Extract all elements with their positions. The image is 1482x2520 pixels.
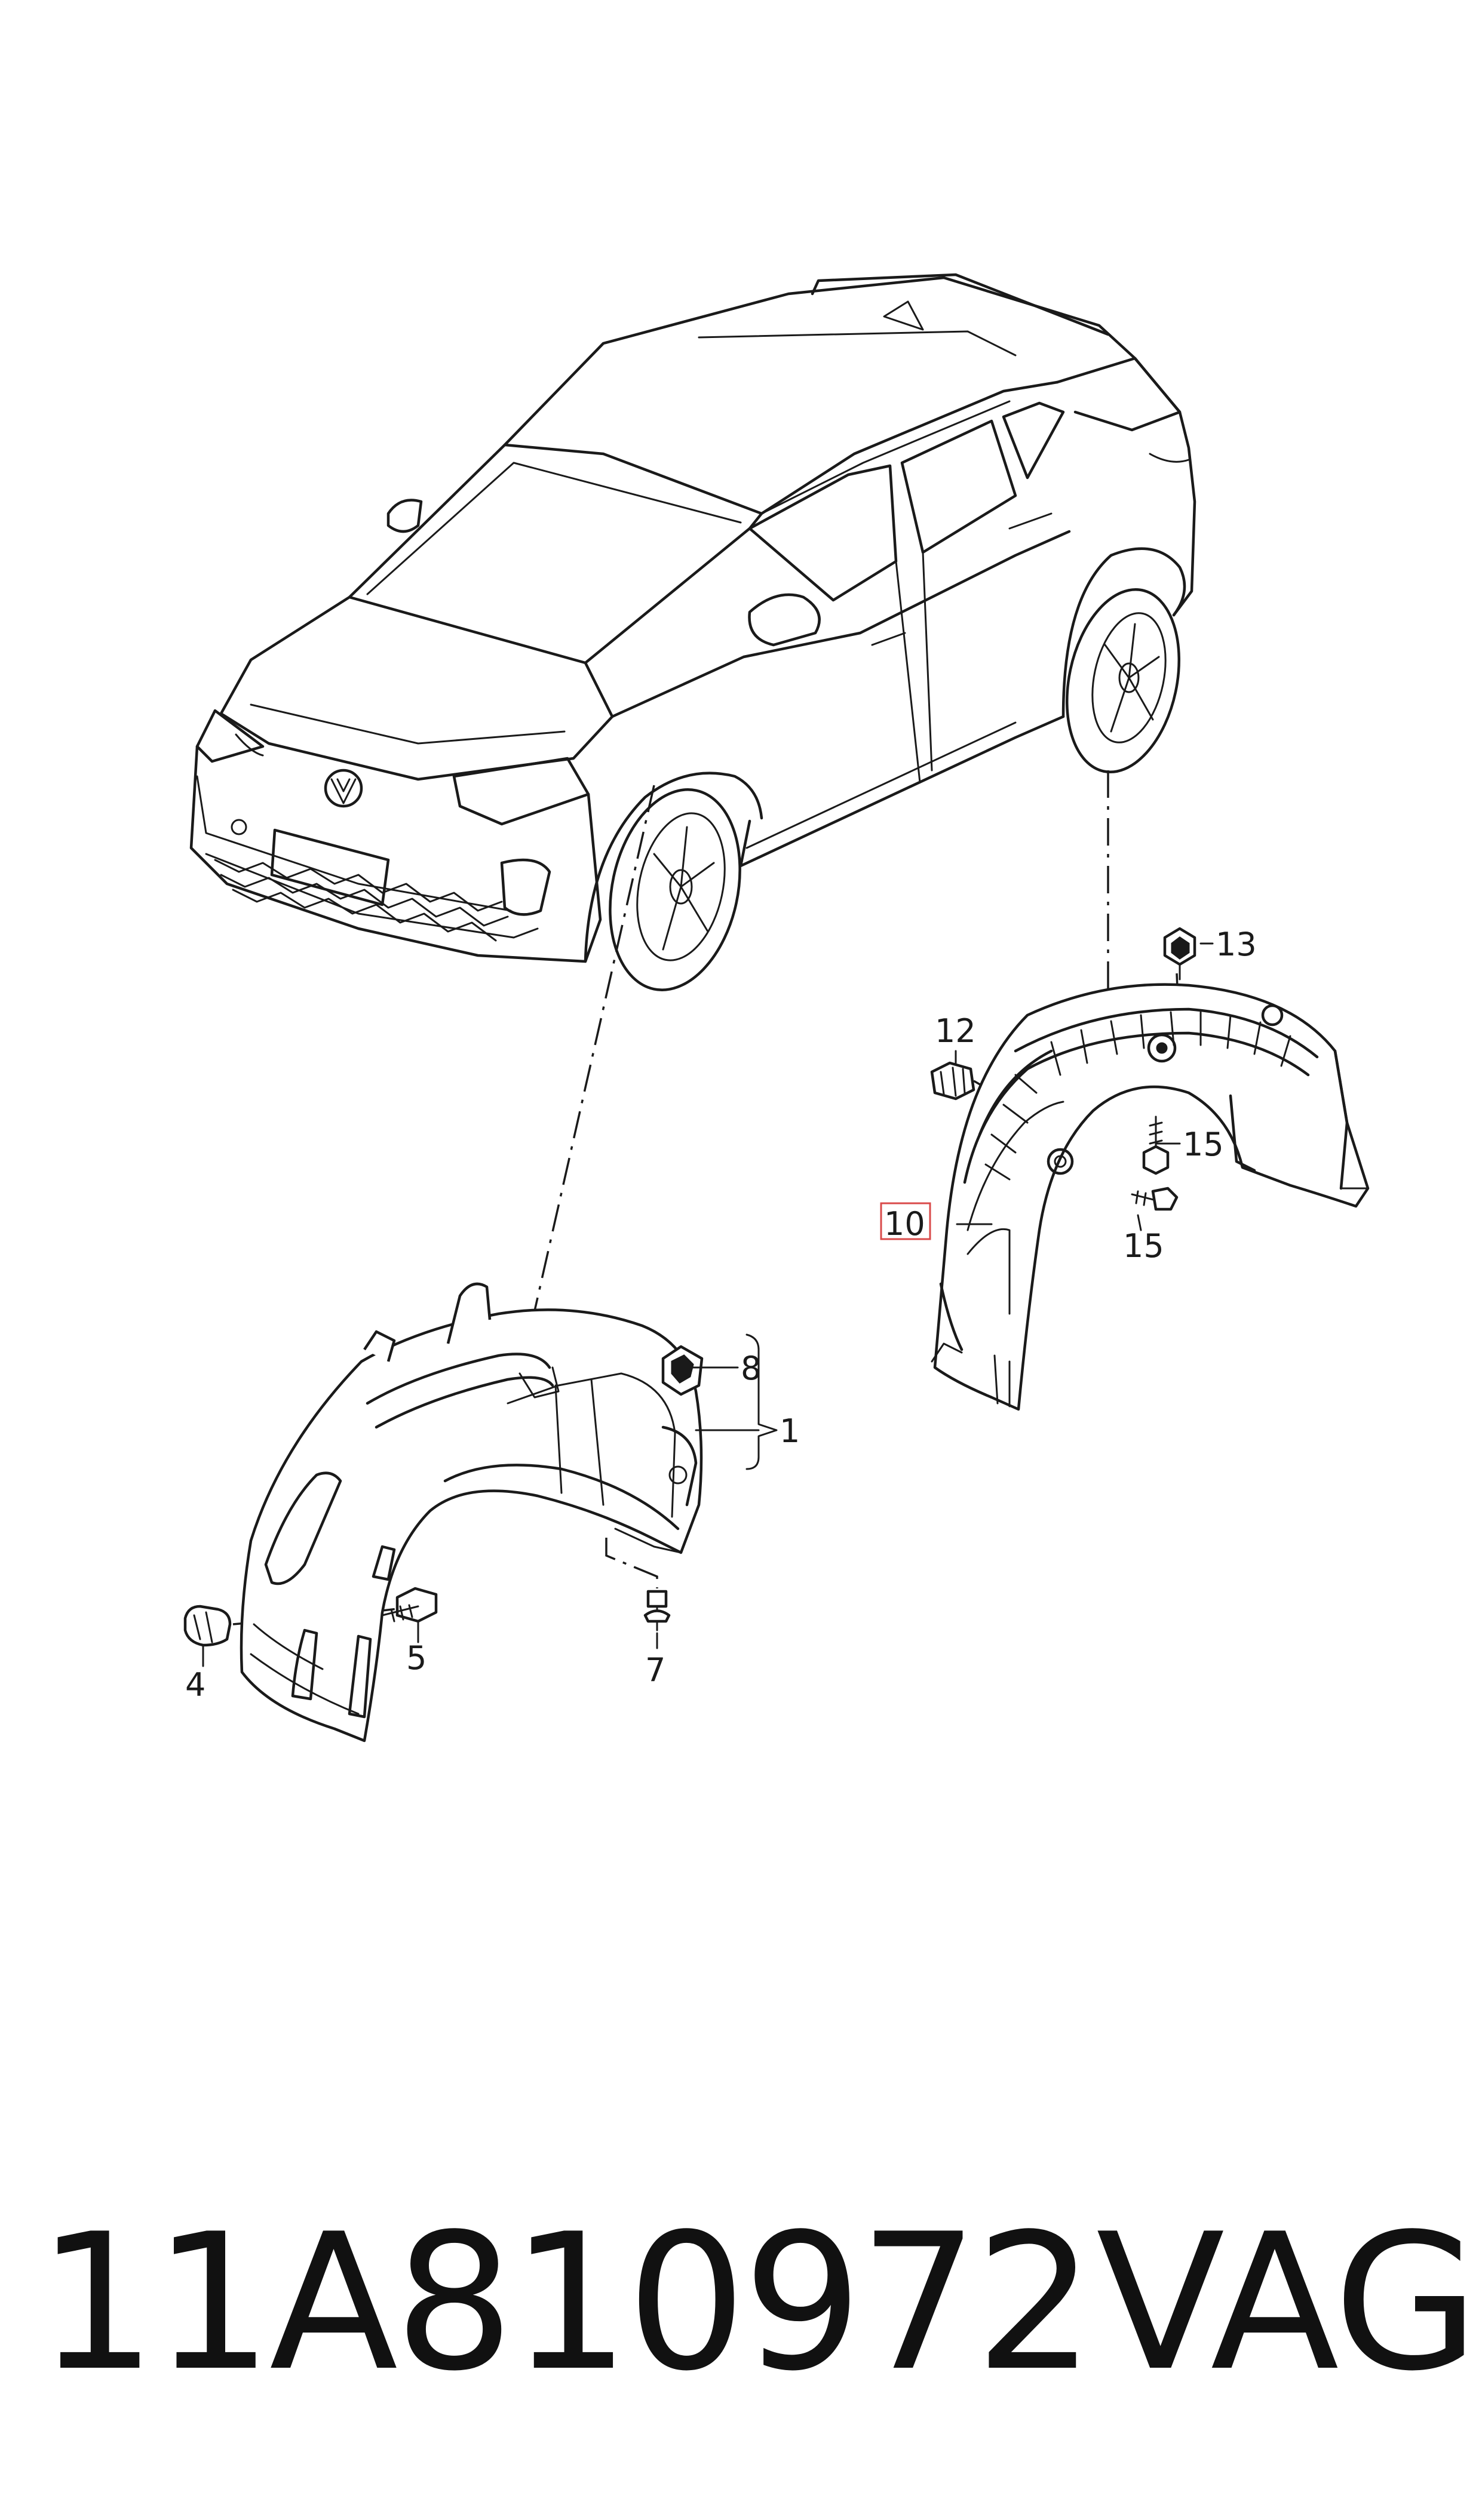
screw-icon-4: [183, 1605, 232, 1647]
callout-15-lower: 15: [1123, 1227, 1164, 1265]
callout-13: 13: [1216, 926, 1257, 963]
callout-1: 1: [780, 1412, 800, 1450]
nut-icon-13: [1163, 927, 1196, 981]
callout-12: 12: [935, 1012, 976, 1050]
screw-icon-15b: [1131, 1187, 1179, 1211]
leader-clip-7: [605, 1538, 658, 1588]
wheel-housing-liner-rear: [931, 983, 1370, 1411]
car-illustration: [189, 273, 1196, 991]
screw-icon-5: [381, 1587, 438, 1623]
clip-icon-7: [643, 1590, 671, 1631]
callout-10-highlight: [880, 1202, 931, 1240]
clip-icon: [661, 1345, 704, 1396]
screw-icon-12: [930, 1061, 975, 1101]
callout-10: 10: [884, 1205, 925, 1243]
callout-15-upper: 15: [1183, 1126, 1224, 1163]
callout-7: 7: [645, 1651, 665, 1689]
callout-4: 4: [185, 1666, 205, 1704]
callout-8: 8: [741, 1350, 761, 1387]
group-bracket-1: [745, 1333, 778, 1470]
leader-front: [533, 785, 655, 1311]
callout-5: 5: [406, 1639, 427, 1677]
part-number-label: 11A810972: [37, 2194, 1095, 2413]
wheel-housing-liner-front: [240, 1282, 703, 1743]
brand-label: VAG: [1096, 2194, 1479, 2413]
screw-icon-15a: [1142, 1115, 1170, 1175]
